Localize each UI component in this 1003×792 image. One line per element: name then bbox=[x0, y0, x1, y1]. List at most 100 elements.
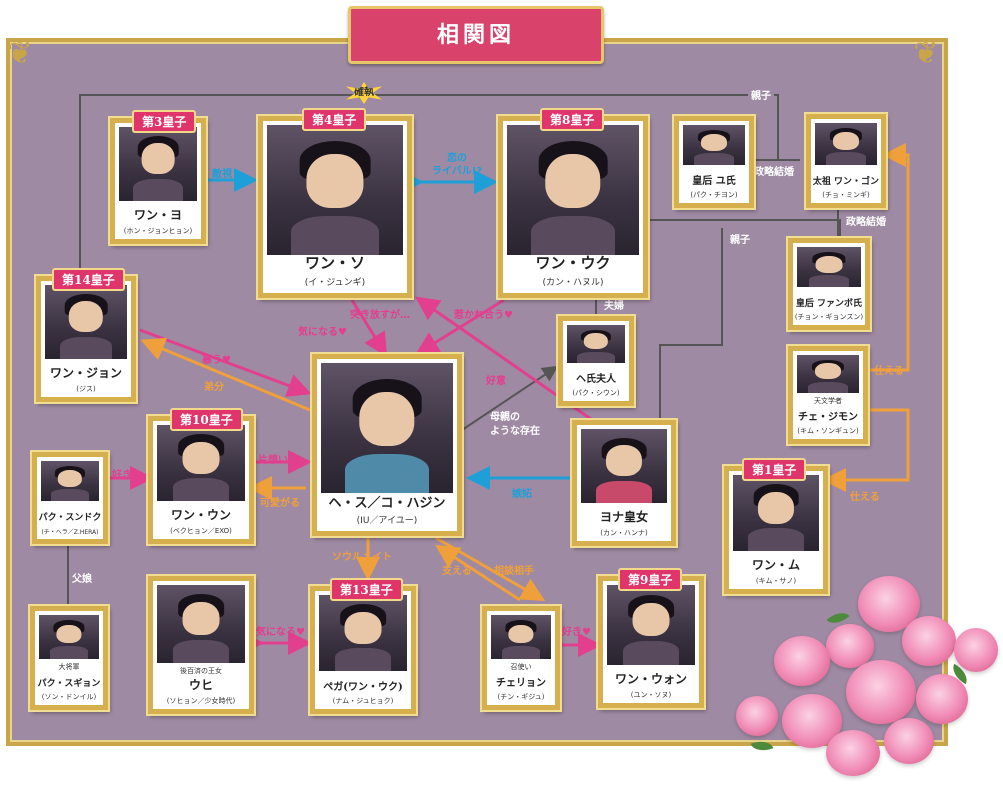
card-choi-ji-mong[interactable]: 天文学者 チェ・ジモン (キム・ソンギュン) bbox=[788, 346, 868, 444]
label-tsukaeru-2: 仕える bbox=[850, 492, 880, 503]
label-hikare: 惹かれ合う♥ bbox=[454, 310, 513, 321]
character-name: パク・スギョン bbox=[37, 679, 101, 689]
character-title: 天文学者 bbox=[814, 397, 842, 405]
card-wang-so[interactable]: ワン・ソ (イ・ジュンギ) bbox=[258, 116, 412, 298]
character-name: チェリョン bbox=[496, 678, 546, 689]
portrait-image bbox=[733, 475, 819, 551]
label-sasaeru: 支える bbox=[442, 566, 472, 577]
label-kataomoi: 片想い♥ bbox=[258, 455, 297, 466]
card-baek-ah[interactable]: ペガ(ワン・ウク) (ナム・ジュヒョク) bbox=[310, 586, 416, 714]
label-seiryaku-2: 政略結婚 bbox=[846, 217, 886, 228]
card-taejo[interactable]: 太祖 ワン・ゴン (チョ・ミンギ) bbox=[806, 114, 886, 208]
portrait-image bbox=[581, 429, 667, 503]
character-name: ワン・ヨ bbox=[133, 208, 182, 222]
character-name: 皇后 ファンボ氏 bbox=[795, 299, 863, 309]
actor-name: (カン・ハンナ) bbox=[600, 529, 648, 537]
card-wang-eun[interactable]: ワン・ウン (ベクヒョン／EXO) bbox=[148, 416, 254, 544]
actor-name: (ベクヒョン／EXO) bbox=[170, 527, 232, 535]
actor-name: (IU／アイユー) bbox=[356, 516, 418, 526]
actor-name: (ナム・ジュヒョク) bbox=[332, 697, 394, 705]
label-suki-1: 好き♥ bbox=[112, 470, 141, 481]
card-wang-wook[interactable]: ワン・ウク (カン・ハヌル) bbox=[498, 116, 648, 298]
actor-name: (ソヒョン／少女時代) bbox=[166, 697, 236, 705]
label-koi-rival: 恋の ライバル!? bbox=[431, 153, 483, 177]
card-yeon-hwa[interactable]: ヨナ皇女 (カン・ハンナ) bbox=[572, 420, 676, 546]
card-park-soo-kyung[interactable]: 大将軍 パク・スギョン (ソン・ドンイル) bbox=[30, 606, 108, 710]
actor-name: (キム・ソンギュン) bbox=[797, 427, 859, 435]
rank-badge: 第10皇子 bbox=[170, 408, 243, 431]
portrait-image bbox=[319, 595, 407, 671]
actor-name: (チ・ヘラ／Z.HERA) bbox=[41, 529, 99, 536]
card-empress-hwangbo[interactable]: 皇后 ファンボ氏 (チョン・ギョンスン) bbox=[788, 238, 870, 330]
portrait-image bbox=[39, 615, 99, 659]
portrait-image bbox=[267, 125, 403, 255]
label-kawaigaru: 可愛がる bbox=[260, 498, 300, 509]
actor-name: (キム・サノ) bbox=[755, 577, 797, 585]
portrait-image bbox=[119, 127, 197, 201]
card-wang-jung[interactable]: ワン・ジョン (ジス) bbox=[36, 276, 136, 402]
card-wang-mu[interactable]: ワン・ム (キム・サノ) bbox=[724, 466, 828, 594]
rank-badge: 第13皇子 bbox=[330, 578, 403, 601]
actor-name: (チョン・ギョンスン) bbox=[794, 313, 864, 321]
label-fujo: 父娘 bbox=[72, 574, 92, 585]
label-hahaoya-2: ような存在 bbox=[490, 426, 540, 437]
label-shitto: 嫉妬 bbox=[512, 489, 532, 500]
character-name: チェ・ジモン bbox=[798, 412, 858, 423]
label-koui: 好意 bbox=[486, 376, 506, 387]
label-oyako-mid: 親子 bbox=[730, 235, 750, 246]
label-soudan: 相談相手 bbox=[494, 566, 534, 577]
rank-badge: 第4皇子 bbox=[302, 108, 367, 131]
label-otouto: 弟分 bbox=[204, 382, 224, 393]
character-name: ヘ氏夫人 bbox=[576, 374, 616, 385]
character-name: 皇后 ユ氏 bbox=[692, 176, 736, 187]
corner-ornament-icon: ❦ bbox=[913, 36, 939, 71]
label-tsukaeru-1: 仕える bbox=[874, 366, 904, 377]
portrait-image bbox=[321, 363, 453, 493]
label-fufu: 夫婦 bbox=[604, 301, 624, 312]
rank-badge: 第9皇子 bbox=[618, 568, 683, 591]
character-name: ワン・ジョン bbox=[49, 366, 122, 380]
character-title: 大将軍 bbox=[58, 663, 80, 671]
card-wang-won[interactable]: ワン・ウォン (ユン・ソヌ) bbox=[598, 576, 704, 708]
character-name: ワン・ウン bbox=[170, 508, 231, 522]
actor-name: (パク・チヨン) bbox=[690, 191, 738, 199]
card-park-soon-deok[interactable]: パク・スンドク (チ・ヘラ／Z.HERA) bbox=[32, 452, 108, 544]
card-chae-ryung[interactable]: 召使い チェリョン (チン・ギジュ) bbox=[482, 606, 560, 710]
rank-badge: 第1皇子 bbox=[742, 458, 807, 481]
actor-name: (チン・ギジュ) bbox=[497, 693, 545, 701]
card-woo-hee[interactable]: 後百済の王女 ウヒ (ソヒョン／少女時代) bbox=[148, 576, 254, 714]
character-name: 太祖 ワン・ゴン bbox=[812, 177, 880, 187]
label-hahaoya-1: 母親の bbox=[490, 412, 520, 423]
label-seiryaku-1: 政略結婚 bbox=[754, 167, 794, 178]
character-name: パク・スンドク bbox=[38, 513, 102, 523]
character-title: 召使い bbox=[510, 663, 532, 671]
label-shitau: 慕う♥ bbox=[202, 355, 231, 366]
diagram-title: 相関図 bbox=[348, 6, 604, 64]
corner-ornament-icon: ❦ bbox=[7, 36, 33, 71]
actor-name: (チョ・ミンギ) bbox=[822, 191, 870, 199]
actor-name: (ジス) bbox=[76, 385, 96, 393]
rank-badge: 第14皇子 bbox=[52, 268, 125, 291]
character-name: ペガ(ワン・ウク) bbox=[323, 682, 403, 693]
portrait-image bbox=[45, 285, 127, 359]
character-name: ワン・ソ bbox=[304, 254, 365, 272]
portrait-image bbox=[41, 461, 99, 501]
actor-name: (パク・シウン) bbox=[572, 389, 620, 397]
portrait-image bbox=[815, 123, 877, 165]
portrait-image bbox=[491, 615, 551, 659]
character-name: ワン・ウォン bbox=[614, 672, 687, 686]
actor-name: (ホン・ジョンヒョン) bbox=[123, 227, 193, 235]
label-oyako-top: 親子 bbox=[748, 87, 774, 102]
actor-name: (ユン・ソヌ) bbox=[630, 691, 672, 699]
label-tsukihanasu: 突き放すが… bbox=[350, 310, 410, 321]
label-soulmate: ソウルメイト bbox=[332, 552, 392, 563]
label-kininaru-1: 気になる♥ bbox=[298, 327, 347, 338]
card-empress-yoo[interactable]: 皇后 ユ氏 (パク・チヨン) bbox=[674, 116, 754, 208]
card-hae-soo[interactable]: ヘ・ス／コ・ハジン (IU／アイユー) bbox=[312, 354, 462, 536]
label-tekishi: 敵視 bbox=[212, 169, 232, 180]
card-lady-hae[interactable]: ヘ氏夫人 (パク・シウン) bbox=[558, 316, 634, 406]
card-wang-yo[interactable]: ワン・ヨ (ホン・ジョンヒョン) bbox=[110, 118, 206, 244]
portrait-image bbox=[797, 247, 861, 287]
character-name: ワン・ウク bbox=[535, 254, 611, 272]
